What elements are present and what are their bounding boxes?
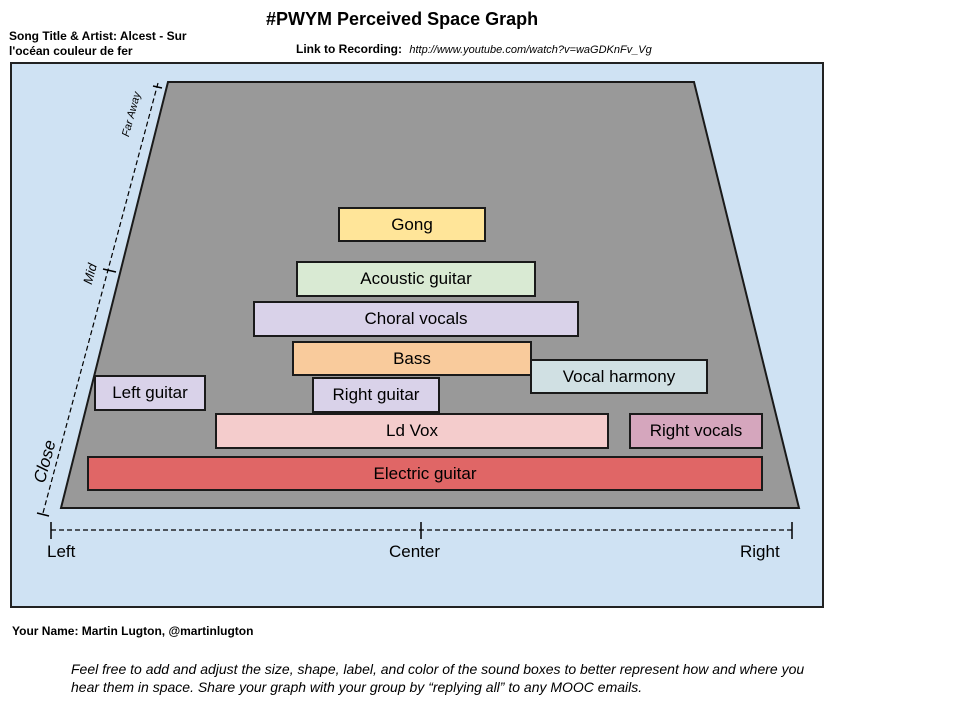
recording-link: Link to Recording: http://www.youtube.co…: [296, 42, 652, 56]
sound-box-vocal-harmony[interactable]: Vocal harmony: [530, 359, 708, 394]
sound-box-right-vocals[interactable]: Right vocals: [629, 413, 763, 449]
axis-label-center: Center: [389, 542, 441, 561]
sound-box-bass[interactable]: Bass: [292, 341, 532, 376]
sound-box-acoustic-guitar[interactable]: Acoustic guitar: [296, 261, 536, 297]
axis-label-right: Right: [740, 542, 780, 561]
recording-url[interactable]: http://www.youtube.com/watch?v=waGDKnFv_…: [409, 44, 652, 56]
sound-box-left-guitar[interactable]: Left guitar: [94, 375, 206, 411]
sound-box-right-guitar[interactable]: Right guitar: [312, 377, 440, 413]
sound-box-choral-vocals[interactable]: Choral vocals: [253, 301, 579, 337]
author-name: Your Name: Martin Lugton, @martinlugton: [12, 624, 254, 638]
axis-label-left: Left: [47, 542, 76, 561]
song-title-artist: Song Title & Artist: Alcest - Sur l'océa…: [9, 29, 187, 58]
sound-box-gong[interactable]: Gong: [338, 207, 486, 242]
sound-box-electric-guitar[interactable]: Electric guitar: [87, 456, 763, 491]
page-title: #PWYM Perceived Space Graph: [266, 9, 539, 29]
depth-tick-close: [36, 512, 50, 517]
instructions-note: Feel free to add and adjust the size, sh…: [71, 661, 805, 695]
recording-link-label: Link to Recording:: [296, 42, 402, 56]
sound-box-ld-vox[interactable]: Ld Vox: [215, 413, 609, 449]
depth-tick-far: [152, 85, 163, 89]
depth-tick-mid: [102, 268, 117, 273]
depth-axis-line: [42, 82, 159, 514]
